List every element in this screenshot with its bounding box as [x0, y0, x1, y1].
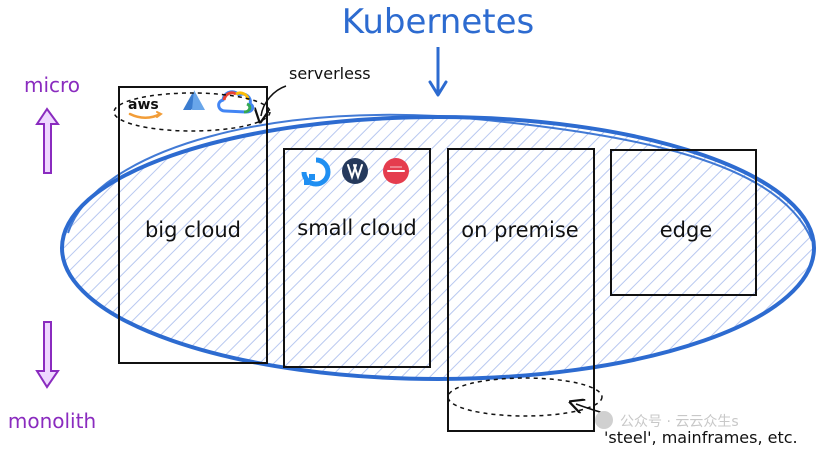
steel-dashed-ellipse [447, 377, 603, 417]
azure-logo [183, 90, 205, 110]
serverless-dashed-ellipse [113, 92, 271, 132]
small-cloud-label: small cloud [297, 216, 416, 240]
svg-text:aws: aws [128, 97, 159, 113]
big-cloud-label: big cloud [145, 218, 241, 242]
watermark-icon [595, 411, 613, 429]
kubernetes-scope-fill [63, 118, 813, 378]
diagram-title: Kubernetes [342, 2, 534, 42]
steel-annotation: 'steel', mainframes, etc. [604, 428, 798, 447]
micro-label: micro [24, 73, 80, 97]
watermark-text: 公众号 · 云云众生s [620, 414, 739, 430]
on-premise-label: on premise [461, 218, 578, 242]
serverless-arrow [261, 85, 287, 116]
serverless-annotation: serverless [289, 64, 371, 83]
monolith-label: monolith [8, 409, 96, 433]
big-cloud-box [118, 86, 268, 364]
aws-logo: aws [128, 97, 163, 119]
edge-box [610, 149, 757, 296]
edge-label: edge [660, 218, 713, 242]
up-arrow-icon [35, 107, 60, 174]
digitalocean-logo [301, 157, 331, 187]
small-cloud-box [283, 148, 431, 368]
title-arrow-head [428, 80, 448, 97]
google-cloud-logo [217, 90, 255, 114]
linode-logo [383, 158, 409, 184]
down-arrow-icon [35, 321, 60, 389]
vultr-logo [342, 158, 368, 184]
ellipse-sketch-line [67, 113, 813, 242]
on-premise-box [447, 148, 595, 432]
